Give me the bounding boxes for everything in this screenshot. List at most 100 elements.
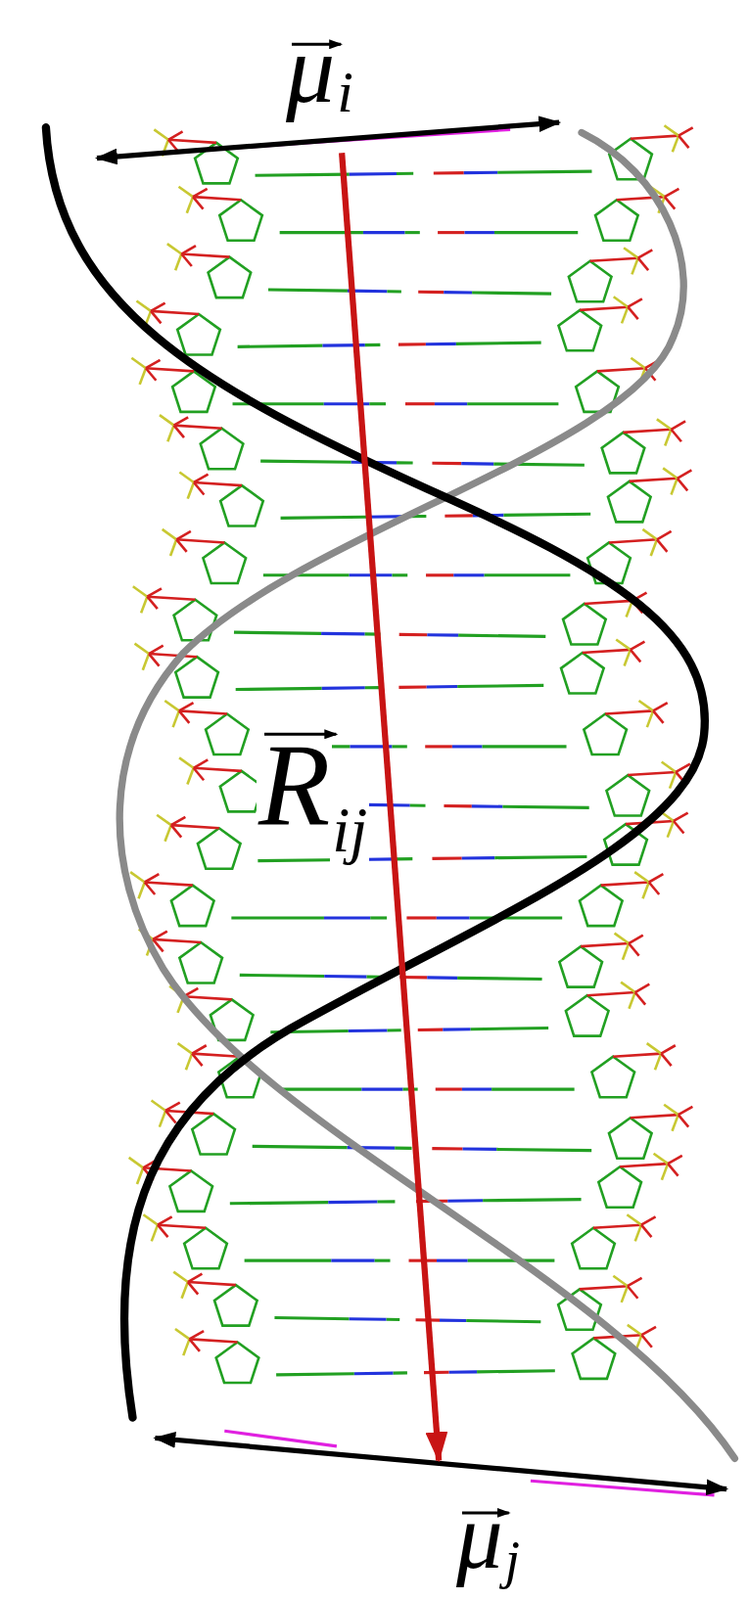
base-bond bbox=[457, 978, 542, 980]
dipole-arrow bbox=[154, 1439, 727, 1491]
sugar-ring bbox=[606, 775, 650, 816]
phosphate-oxygen bbox=[152, 932, 168, 940]
base-bond bbox=[405, 402, 435, 406]
base-bond bbox=[418, 1029, 444, 1033]
base-pair bbox=[151, 1101, 694, 1160]
phosphate-oxygen bbox=[638, 258, 649, 272]
vector-symbol: μ bbox=[454, 1484, 506, 1592]
phosphate-oxygen bbox=[673, 821, 684, 835]
sugar-ring bbox=[175, 656, 219, 698]
phosphate-oxygen bbox=[642, 529, 657, 540]
phosphate-oxygen bbox=[639, 701, 655, 711]
phosphate-oxygen bbox=[621, 307, 628, 325]
phosphate-oxygen bbox=[156, 815, 172, 826]
phosphate-oxygen bbox=[181, 245, 196, 254]
base-bond bbox=[398, 685, 426, 690]
phosphate-oxygen bbox=[135, 644, 150, 655]
phosphate-oxygen bbox=[151, 1225, 158, 1243]
base-bond bbox=[274, 1318, 349, 1320]
phosphate-oxygen bbox=[142, 1215, 158, 1225]
phosphate-oxygen bbox=[140, 597, 147, 614]
phosphate-oxygen bbox=[647, 1043, 662, 1054]
base-bond bbox=[280, 516, 369, 518]
phosphate-oxygen bbox=[661, 762, 677, 773]
phosphate-oxygen bbox=[621, 1286, 628, 1304]
sugar-ring bbox=[595, 199, 639, 240]
phosphate-oxygen bbox=[129, 1158, 144, 1169]
phosphate-oxygen bbox=[192, 196, 203, 210]
vector-overarrow bbox=[462, 1511, 510, 1515]
phosphate-oxygen bbox=[133, 586, 148, 597]
sugar-ring bbox=[583, 714, 627, 755]
base-bond bbox=[468, 1260, 556, 1264]
phosphate-bond bbox=[601, 883, 650, 887]
phosphate-oxygen bbox=[176, 531, 191, 540]
base-bond bbox=[452, 745, 483, 749]
base-bond bbox=[365, 343, 381, 347]
base-pair bbox=[178, 187, 679, 241]
phosphate-oxygen bbox=[187, 196, 193, 214]
base-bond bbox=[497, 171, 592, 173]
phosphate-bond bbox=[612, 1054, 661, 1058]
base-bond bbox=[469, 916, 563, 920]
base-bond bbox=[234, 632, 322, 634]
phosphate-oxygen bbox=[186, 1054, 192, 1072]
base-bond bbox=[461, 462, 494, 467]
phosphate-oxygen bbox=[130, 872, 145, 883]
phosphate-bond bbox=[187, 1282, 236, 1286]
phosphate-bond bbox=[193, 482, 242, 486]
phosphate-oxygen bbox=[151, 1101, 167, 1112]
phosphate-oxygen bbox=[641, 1217, 656, 1225]
phosphate-oxygen bbox=[181, 254, 191, 268]
phosphate-oxygen bbox=[165, 1103, 181, 1112]
phosphate-oxygen bbox=[191, 1054, 202, 1068]
sugar-ring bbox=[208, 257, 252, 298]
subscript: i bbox=[334, 58, 356, 127]
base-bond bbox=[453, 573, 484, 577]
backbone-strand bbox=[46, 127, 705, 1418]
phosphate-oxygen bbox=[667, 1164, 678, 1177]
base-bond bbox=[410, 803, 426, 807]
phosphate-oxygen bbox=[192, 188, 208, 197]
base-bond bbox=[435, 1088, 463, 1092]
phosphate-bond bbox=[171, 825, 220, 829]
phosphate-bond bbox=[587, 992, 636, 996]
phosphate-oxygen bbox=[168, 131, 184, 140]
base-bond bbox=[466, 1321, 541, 1323]
phosphate-oxygen bbox=[649, 874, 664, 883]
base-bond bbox=[444, 514, 472, 518]
phosphate-oxygen bbox=[175, 1329, 190, 1340]
base-bond bbox=[502, 806, 589, 808]
phosphate-oxygen bbox=[153, 129, 169, 140]
phosphate-bond bbox=[192, 196, 241, 200]
phosphate-oxygen bbox=[663, 125, 679, 136]
phosphate-oxygen bbox=[678, 127, 694, 136]
phosphate-oxygen bbox=[179, 472, 194, 483]
phosphate-oxygen bbox=[176, 539, 187, 553]
phosphate-oxygen bbox=[678, 1115, 689, 1128]
phosphate-oxygen bbox=[670, 421, 686, 429]
phosphate-bond bbox=[189, 1339, 238, 1343]
base-pairs bbox=[129, 125, 694, 1384]
phosphate-bond bbox=[590, 258, 639, 262]
base-bond bbox=[279, 1088, 363, 1092]
base-bond bbox=[263, 573, 350, 577]
base-bond bbox=[431, 856, 462, 861]
dipole-arrow bbox=[96, 122, 560, 158]
phosphate-bond bbox=[605, 710, 654, 714]
base-pair bbox=[131, 358, 659, 413]
base-bond bbox=[462, 856, 496, 861]
phosphate-oxygen bbox=[626, 1215, 642, 1225]
phosphate-bond bbox=[157, 1225, 206, 1229]
phosphate-oxygen bbox=[146, 588, 162, 597]
base-bond bbox=[496, 1149, 592, 1151]
base-bond bbox=[484, 573, 571, 577]
phosphate-oxygen bbox=[191, 1045, 207, 1054]
base-bond bbox=[476, 1371, 556, 1373]
phosphate-bond bbox=[629, 478, 678, 482]
phosphate-bond bbox=[146, 597, 195, 601]
phosphate-oxygen bbox=[673, 813, 689, 822]
sugar-ring bbox=[568, 261, 612, 302]
phosphate-oxygen bbox=[614, 934, 630, 944]
